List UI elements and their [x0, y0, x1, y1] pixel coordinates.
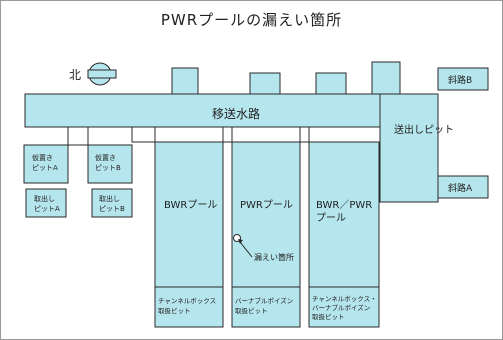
storage-pit-a: [23, 144, 69, 184]
canal-top-tab-4: [371, 61, 401, 95]
bwr-pwr-pool-line1: BWR／PWR: [316, 199, 372, 211]
burnable-poison-pit-line1: バーナブルポイズン: [235, 296, 293, 305]
compass-label: 北: [69, 68, 81, 82]
removal-pit-b-line1: 取出し: [99, 194, 120, 203]
side-path-a-label: 斜路A: [448, 182, 473, 194]
channel-burnable-pit-line2: バーナブルポイズン: [312, 303, 370, 312]
pwr-pool-label: PWRプール: [240, 199, 293, 211]
removal-pit-a-line1: 取出し: [34, 194, 55, 203]
canal-top-tab-1: [171, 67, 199, 95]
bwr-pool-label: BWRプール: [164, 199, 217, 211]
channel-box-pit-line2: 取扱ピット: [158, 306, 191, 315]
gap-left: [67, 126, 89, 146]
channel-burnable-pit-line1: チャンネルボックス・: [312, 295, 377, 303]
leak-point-label: 漏えい箇所: [254, 252, 294, 262]
canal-top-tab-2: [249, 72, 281, 96]
side-path-a: [437, 175, 489, 199]
gap-pwr-bwrpwr: [299, 126, 310, 143]
storage-pit-b: [87, 144, 133, 184]
burnable-poison-pit: [231, 286, 301, 328]
leak-arrowhead: [238, 239, 243, 244]
delivery-pit-label: 送出しピット: [394, 123, 454, 136]
channel-burnable-pit: [308, 286, 380, 328]
north-nozzle: [87, 69, 117, 79]
removal-pit-b: [91, 188, 133, 218]
gap-mid-left: [131, 126, 156, 143]
channel-box-pit-line1: チャンネルボックス: [158, 297, 216, 305]
storage-pit-b-line1: 仮置き: [95, 153, 116, 162]
canal-top-tab-3: [315, 72, 347, 96]
channel-box-pit: [154, 286, 224, 328]
channel-burnable-pit-line3: 取扱ピット: [312, 312, 345, 321]
burnable-poison-pit-line2: 取扱ピット: [235, 306, 268, 315]
bwr-pwr-pool-line2: プール: [316, 212, 346, 224]
storage-pit-b-line2: ピットB: [95, 164, 121, 172]
transfer-canal-label: 移送水路: [212, 106, 260, 121]
side-path-b: [437, 67, 489, 91]
removal-pit-a: [25, 188, 67, 218]
storage-pit-a-line2: ピットA: [32, 164, 58, 172]
diagram-title: PWRプールの漏えい箇所: [160, 11, 343, 29]
removal-pit-a-line2: ピットA: [34, 205, 60, 213]
leak-arrow-line: [239, 241, 253, 258]
side-path-b-label: 斜路B: [448, 74, 472, 86]
storage-pit-a-line1: 仮置き: [32, 153, 53, 162]
gap-bwr-pwr: [222, 126, 233, 143]
removal-pit-b-line2: ピットB: [99, 205, 125, 213]
delivery-pit: [379, 93, 439, 203]
